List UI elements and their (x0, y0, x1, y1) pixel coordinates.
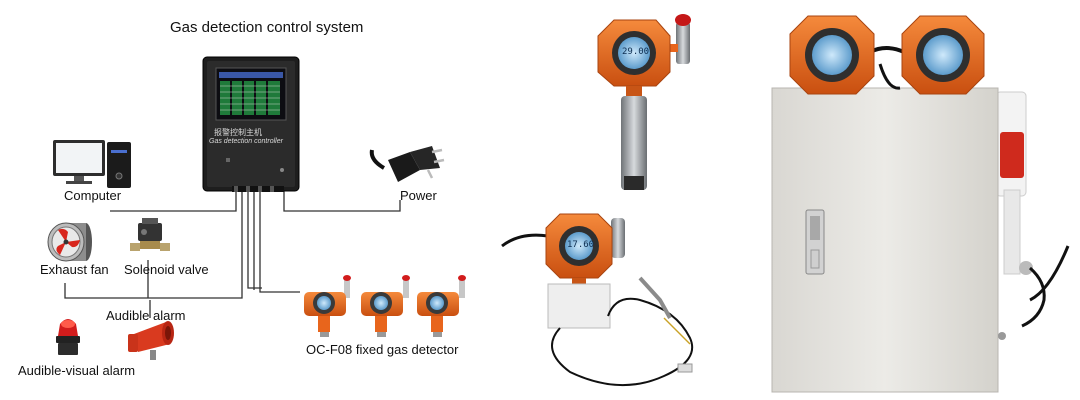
small-detector (304, 275, 351, 337)
small-detector (417, 275, 466, 337)
wiring (64, 190, 401, 318)
diagram-title: Gas detection control system (170, 19, 364, 36)
computer-label: Computer (64, 188, 122, 203)
exhaust-fan-label: Exhaust fan (40, 262, 109, 277)
solenoid-valve-label: Solenoid valve (124, 262, 209, 277)
power-plug-illustration (369, 146, 445, 182)
cabinet-photo (771, 15, 1070, 393)
detector-photo-probe (597, 14, 691, 190)
exhaust-fan-illustration (47, 222, 92, 262)
detector-row (304, 275, 466, 337)
audible-alarm-label: Audible alarm (106, 308, 186, 323)
power-label: Power (400, 188, 437, 203)
computer-illustration (53, 140, 131, 188)
small-detector (361, 275, 410, 337)
audible-visual-alarm-label: Audible-visual alarm (18, 363, 136, 378)
controller-label-en: Gas detection controller (209, 138, 283, 145)
detector-display-1: 29.00 (622, 47, 650, 57)
detector-display-2: 17.60 (567, 240, 595, 250)
solenoid-valve-illustration (130, 218, 170, 251)
audible-alarm-illustration (128, 321, 174, 360)
detector-label: OC-F08 fixed gas detector (306, 342, 459, 357)
controller-unit (202, 56, 300, 192)
detector-photo-cable (501, 213, 694, 387)
controller-label-cn: 报警控制主机 (214, 128, 262, 137)
audible-visual-alarm-illustration (56, 319, 80, 355)
